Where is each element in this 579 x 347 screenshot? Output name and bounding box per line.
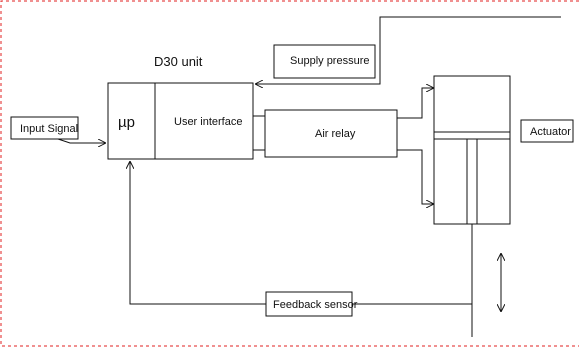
microprocessor-label: µp [118, 114, 135, 131]
input-signal-connector [57, 138, 106, 143]
actuator-piston [434, 131, 510, 140]
actuator-rod [466, 139, 478, 224]
actuator-body [433, 75, 511, 225]
feedback-sensor-label: Feedback sensor [273, 299, 358, 311]
supply-line [255, 16, 561, 84]
actuator-label: Actuator [530, 126, 571, 138]
relay-port-upper [397, 88, 434, 119]
relay-port-lower [397, 149, 434, 204]
actuator-label-box [520, 119, 574, 143]
d30-unit-title: D30 unit [154, 54, 203, 69]
air-relay-label: Air relay [315, 128, 356, 140]
supply-pressure-box [273, 44, 376, 79]
input-signal-box [10, 116, 79, 140]
feedback-return-line [130, 161, 266, 305]
supply-pressure-label: Supply pressure [290, 55, 370, 67]
air-relay-box [264, 109, 398, 158]
user-interface-label: User interface [174, 116, 242, 128]
user-interface-block [154, 82, 254, 160]
input-signal-label: Input Signal [20, 123, 78, 135]
